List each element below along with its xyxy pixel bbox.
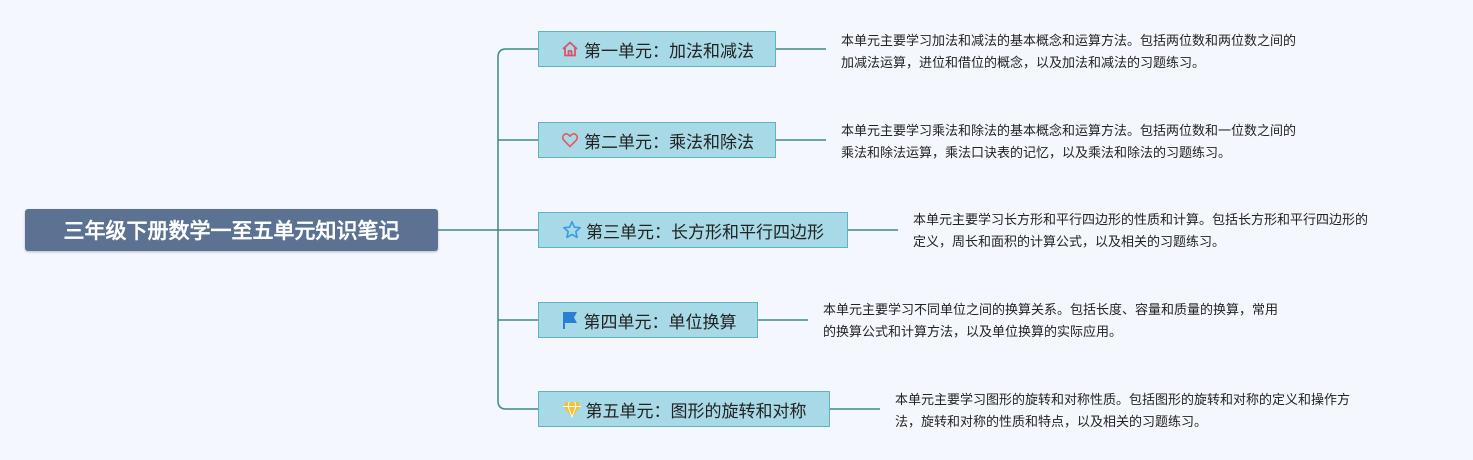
note-line: 的换算公式和计算方法，以及单位换算的实际应用。 <box>823 325 1123 340</box>
star-icon <box>562 220 582 240</box>
branch-title: 第一单元：加法和减法 <box>584 41 754 62</box>
note-line: 本单元主要学习图形的旋转和对称性质。包括图形的旋转和对称的定义和操作方 <box>895 393 1351 408</box>
note-line: 本单元主要学习加法和减法的基本概念和运算方法。包括两位数和两位数之间的 <box>841 34 1297 49</box>
branch-title: 第四单元：单位换算 <box>583 312 737 333</box>
spine-connector <box>497 48 538 410</box>
note-unit-5[interactable]: 本单元主要学习图形的旋转和对称性质。包括图形的旋转和对称的定义和操作方 法，旋转… <box>895 390 1350 434</box>
note-line: 定义，周长和面积的计算公式，以及相关的习题练习。 <box>913 235 1226 250</box>
branch-title: 第二单元：乘法和除法 <box>584 132 754 153</box>
flag-icon <box>560 310 580 330</box>
branch-unit-5[interactable]: 第五单元：图形的旋转和对称 <box>538 391 830 427</box>
note-unit-4[interactable]: 本单元主要学习不同单位之间的换算关系。包括长度、容量和质量的换算，常用 的换算公… <box>823 300 1278 344</box>
note-line: 法，旋转和对称的性质和特点，以及相关的习题练习。 <box>895 415 1208 430</box>
home-icon <box>560 39 580 59</box>
note-line: 本单元主要学习长方形和平行四边形的性质和计算。包括长方形和平行四边形的 <box>913 213 1369 228</box>
note-line: 加减法运算，进位和借位的概念，以及加法和减法的习题练习。 <box>841 56 1206 71</box>
note-unit-2[interactable]: 本单元主要学习乘法和除法的基本概念和运算方法。包括两位数和一位数之间的 乘法和除… <box>841 121 1296 165</box>
note-line: 乘法和除法运算，乘法口诀表的记忆，以及乘法和除法的习题练习。 <box>841 146 1232 161</box>
root-title: 三年级下册数学一至五单元知识笔记 <box>63 219 400 243</box>
note-unit-3[interactable]: 本单元主要学习长方形和平行四边形的性质和计算。包括长方形和平行四边形的 定义，周… <box>913 210 1368 254</box>
branch-unit-3[interactable]: 第三单元：长方形和平行四边形 <box>538 212 848 248</box>
note-line: 本单元主要学习不同单位之间的换算关系。包括长度、容量和质量的换算，常用 <box>823 303 1279 318</box>
branch-title: 第三单元：长方形和平行四边形 <box>586 222 824 243</box>
diamond-icon <box>562 399 582 419</box>
branch-unit-4[interactable]: 第四单元：单位换算 <box>538 302 758 338</box>
heart-icon <box>560 130 580 150</box>
branch-unit-1[interactable]: 第一单元：加法和减法 <box>538 31 776 67</box>
branch-unit-2[interactable]: 第二单元：乘法和除法 <box>538 122 776 158</box>
note-line: 本单元主要学习乘法和除法的基本概念和运算方法。包括两位数和一位数之间的 <box>841 124 1297 139</box>
note-unit-1[interactable]: 本单元主要学习加法和减法的基本概念和运算方法。包括两位数和两位数之间的 加减法运… <box>841 31 1296 75</box>
root-topic[interactable]: 三年级下册数学一至五单元知识笔记 <box>25 209 438 251</box>
branch-title: 第五单元：图形的旋转和对称 <box>585 401 807 422</box>
